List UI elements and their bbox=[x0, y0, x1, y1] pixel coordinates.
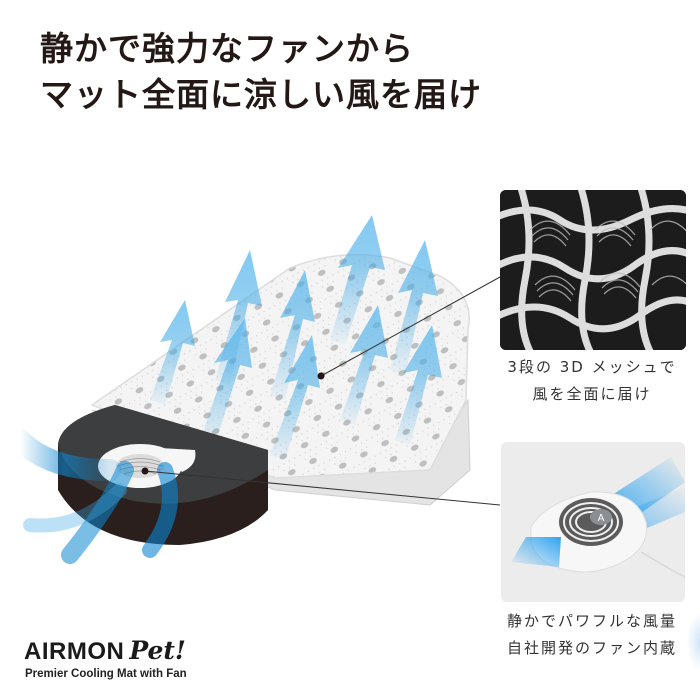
brand-name: AIRMON bbox=[24, 638, 125, 665]
fan-leader-line bbox=[144, 470, 501, 506]
mesh-texture-icon bbox=[500, 190, 686, 350]
brand-name-suffix: Pet! bbox=[129, 636, 186, 665]
mesh-caption-line-1: 3段の 3D メッシュで bbox=[507, 358, 677, 376]
fan-wind bbox=[9, 429, 178, 564]
fan-unit-icon: A bbox=[501, 442, 685, 602]
fan-caption: 静かでパワフルな風量 自社開発のファン内蔵 bbox=[492, 608, 692, 662]
headline-line-2: マット全面に涼しい風を届け bbox=[40, 75, 482, 114]
fan-photo: A bbox=[501, 442, 685, 602]
headline-line-1: 静かで強力なファンから bbox=[40, 29, 414, 68]
edge-glow-decoration bbox=[686, 612, 700, 672]
brand-tagline: Premier Cooling Mat with Fan bbox=[25, 668, 187, 680]
mesh-closeup-photo bbox=[500, 190, 686, 350]
airflow-arrows bbox=[150, 215, 442, 460]
headline: 静かで強力なファンから マット全面に涼しい風を届け bbox=[40, 26, 482, 118]
mesh-leader-line bbox=[320, 276, 501, 377]
fan-caption-line-2: 自社開発のファン内蔵 bbox=[506, 639, 677, 657]
brand-logo: AIRMON Pet! Premier Cooling Mat with Fan bbox=[24, 636, 187, 680]
fan-caption-line-1: 静かでパワフルな風量 bbox=[506, 612, 677, 630]
mesh-caption-line-2: 風を全面に届け bbox=[532, 385, 652, 403]
fan-logo-letter: A bbox=[598, 513, 605, 524]
mesh-caption: 3段の 3D メッシュで 風を全面に届け bbox=[492, 354, 692, 408]
